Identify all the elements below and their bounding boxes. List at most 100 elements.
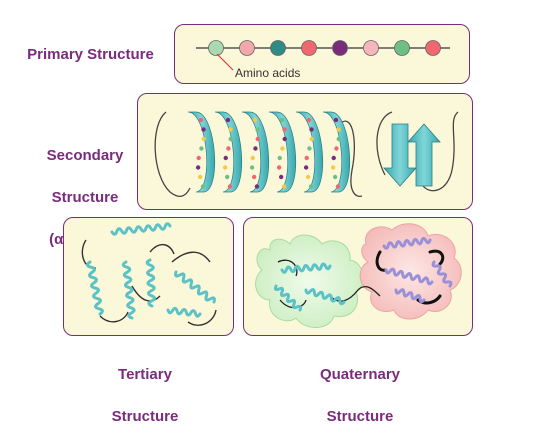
helix-residue-dot <box>332 174 338 180</box>
pink-subunit <box>359 223 462 320</box>
amino-acids-annotation: Amino acids <box>235 66 300 80</box>
helix-residue-dot <box>201 136 206 142</box>
helix-residue-dot <box>255 127 260 132</box>
primary-structure-panel <box>174 24 470 84</box>
quaternary-helix-pink <box>431 260 453 288</box>
helix-residue-dot <box>281 184 287 189</box>
tertiary-helix <box>110 222 172 236</box>
tertiary-label-line2: Structure <box>111 408 179 425</box>
helix-residue-dot <box>279 117 285 123</box>
amino-acid-bead <box>394 40 410 56</box>
helix-residue-dot <box>282 136 287 142</box>
helix-residue-dot <box>309 136 314 142</box>
helix-residue-dot <box>196 155 201 161</box>
quaternary-helix-green <box>273 284 303 312</box>
quaternary-helix-pink <box>384 267 434 286</box>
beta-strand-up-arrow <box>407 123 441 187</box>
tertiary-helix <box>121 260 136 320</box>
quaternary-helix-pink <box>394 288 426 304</box>
helix-residue-dot <box>201 127 206 132</box>
helix-residue-dot <box>305 174 311 180</box>
helix-residue-dot <box>308 184 314 189</box>
amino-acid-bead <box>301 40 317 56</box>
amino-acid-chain: Amino acids <box>196 40 450 80</box>
amino-acid-bead <box>363 40 379 56</box>
helix-coils <box>187 111 350 193</box>
helix-residue-dot <box>304 155 309 161</box>
tertiary-helix <box>145 258 157 308</box>
helix-residue-dot <box>199 146 204 151</box>
helix-residue-dot <box>200 184 206 189</box>
amino-acid-pointer <box>216 53 234 71</box>
quaternary-label-line2: Structure <box>326 408 394 425</box>
tertiary-fold <box>81 222 217 326</box>
helix-residue-dot <box>227 184 233 189</box>
helix-residue-dot <box>278 174 284 180</box>
helix-turn <box>322 111 350 193</box>
helix-residue-dot <box>249 165 255 170</box>
quaternary-coils <box>273 236 453 312</box>
helix-residue-dot <box>195 165 201 170</box>
amino-acid-bead <box>270 40 286 56</box>
helix-residue-dot <box>331 155 336 161</box>
alpha-helix <box>154 111 363 198</box>
amino-acid-beads <box>208 40 441 56</box>
tertiary-helix <box>174 270 216 304</box>
tertiary-structure-label: Tertiary Structure <box>90 343 200 448</box>
helix-residue-dot <box>251 174 257 180</box>
helix-turn <box>268 111 296 193</box>
quaternary-helix-green <box>280 262 332 274</box>
helix-residue-dot <box>336 127 341 132</box>
quaternary-assembly <box>255 223 462 328</box>
helix-residue-dot <box>253 146 258 151</box>
helix-turn <box>214 111 242 193</box>
helix-residue-dot <box>198 117 204 123</box>
helix-residue-dot <box>222 165 228 170</box>
beta-strand-down-arrow <box>383 123 417 187</box>
helix-residue-dot <box>226 146 231 151</box>
secondary-label-line2: Structure <box>51 189 119 206</box>
helix-turn <box>187 111 215 193</box>
helix-residue-dot <box>276 165 282 170</box>
quaternary-helix-green <box>304 288 346 306</box>
amino-acid-bead <box>425 40 441 56</box>
helix-residue-dot <box>224 174 230 180</box>
helix-residue-dot <box>333 117 339 123</box>
tertiary-helix <box>86 260 104 316</box>
helix-residue-dot <box>306 117 312 123</box>
quaternary-structure-label: Quaternary Structure <box>295 343 425 448</box>
amino-acid-bead <box>208 40 224 56</box>
helix-residue-dot <box>282 127 287 132</box>
helix-residue-dot <box>334 146 339 151</box>
helix-residue-dot <box>277 155 282 161</box>
diagram-canvas: Amino acids <box>81 40 462 328</box>
helix-residue-dot <box>335 184 341 189</box>
helix-residue-dot <box>280 146 285 151</box>
amino-acid-bead <box>332 40 348 56</box>
helix-residue-dot <box>228 136 233 142</box>
helix-residue-dot <box>250 155 255 161</box>
tertiary-helix <box>166 306 202 318</box>
helix-residue-dot <box>254 184 260 189</box>
helix-turn <box>241 111 269 193</box>
helix-residue-dot <box>255 136 260 142</box>
quaternary-label-line1: Quaternary <box>319 366 401 383</box>
secondary-label-line1: Secondary <box>46 147 124 164</box>
helix-residue-dot <box>225 117 231 123</box>
tertiary-coils <box>86 222 216 320</box>
primary-structure-label: Primary Structure <box>27 46 154 63</box>
helix-turn <box>295 111 323 193</box>
tertiary-label-line1: Tertiary <box>118 366 172 383</box>
amino-acid-bead <box>239 40 255 56</box>
helix-residue-dot <box>307 146 312 151</box>
helix-residue-dot <box>223 155 228 161</box>
quaternary-helix-pink <box>382 236 432 250</box>
helix-residue-dot <box>336 136 341 142</box>
beta-sheet <box>376 111 459 192</box>
helix-residue-dot <box>309 127 314 132</box>
helix-residue-dot <box>303 165 309 170</box>
helix-residue-dot <box>330 165 336 170</box>
helix-residue-dot <box>197 174 203 180</box>
helix-residue-dot <box>252 117 258 123</box>
green-subunit <box>255 234 364 328</box>
